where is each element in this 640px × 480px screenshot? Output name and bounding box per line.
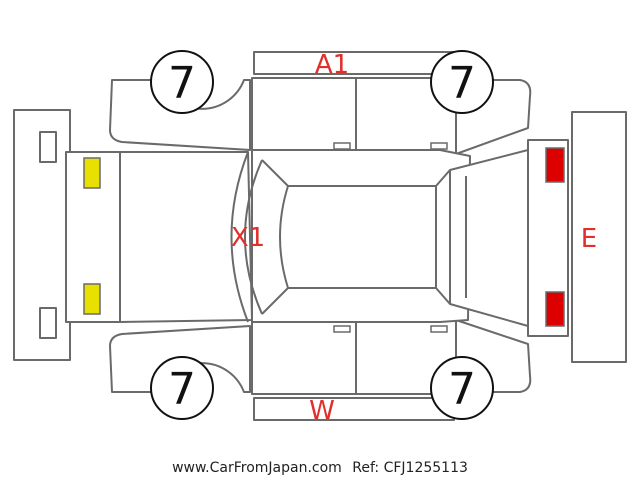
front-bumper	[13, 109, 71, 361]
footer-reference: www.CarFromJapan.com Ref: CFJ1255113	[172, 460, 468, 476]
tire-score-rear-right: 7	[448, 364, 476, 415]
wheel-rear-right: 7	[430, 356, 494, 420]
front-light-top	[83, 157, 101, 189]
wheel-front-right: 7	[430, 50, 494, 114]
bottom-rocker-strip	[253, 397, 455, 421]
damage-code-hood: X1	[231, 223, 265, 253]
damage-code-top: A1	[315, 50, 349, 80]
top-rocker-strip	[253, 51, 455, 75]
wheel-front-left: 7	[150, 50, 214, 114]
rear-light-top	[545, 147, 565, 183]
damage-code-bottom: W	[309, 396, 335, 426]
body-top-view	[65, 139, 569, 337]
tire-score-front-right: 7	[448, 58, 476, 109]
rear-light-bottom	[545, 291, 565, 327]
damage-code-rear: E	[581, 224, 597, 254]
bottom-side-panels	[109, 319, 532, 395]
rear-bumper	[571, 111, 627, 363]
tire-score-front-left: 7	[168, 58, 196, 109]
tire-score-rear-left: 7	[168, 364, 196, 415]
footer-site: www.CarFromJapan.com	[172, 460, 342, 476]
wheel-rear-left: 7	[150, 356, 214, 420]
front-light-bottom	[83, 283, 101, 315]
footer-ref: Ref: CFJ1255113	[352, 460, 468, 476]
